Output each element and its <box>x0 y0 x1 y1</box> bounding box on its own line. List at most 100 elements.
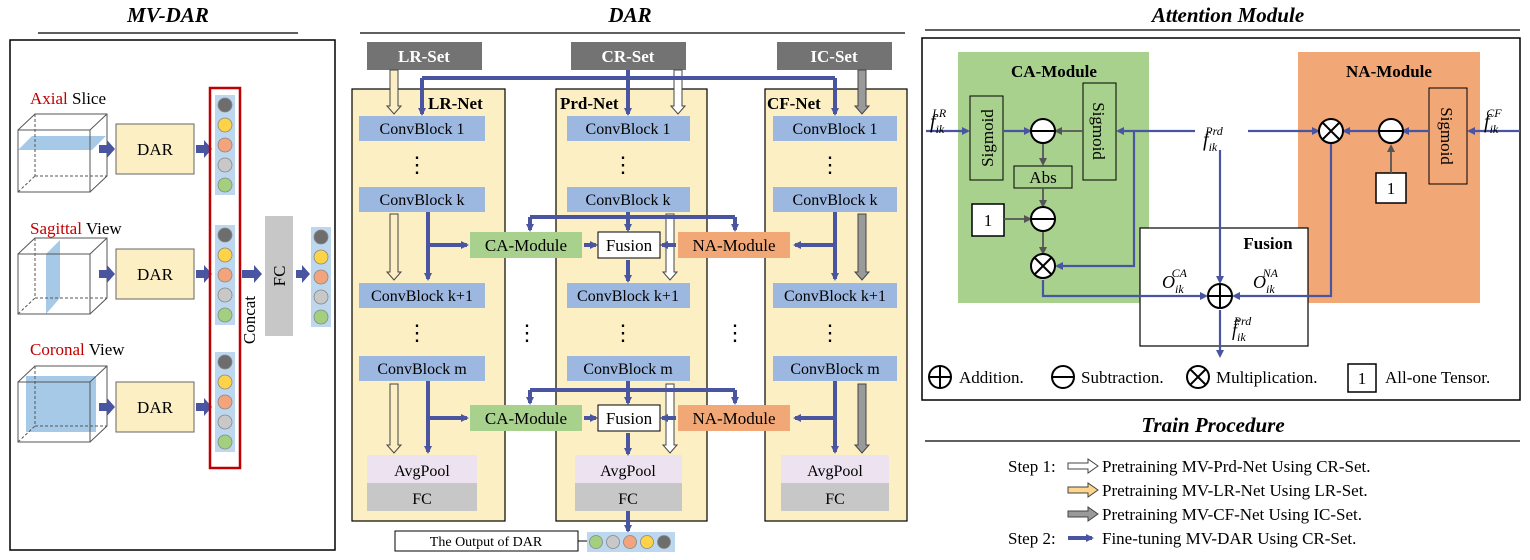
output-dot <box>606 535 620 549</box>
mvdar-arrows <box>99 140 310 416</box>
ic-set-label: IC-Set <box>810 47 858 66</box>
lr-convblock-4 <box>359 356 485 381</box>
cf-convblock-4 <box>773 356 897 381</box>
cf-convblock-2 <box>773 187 897 212</box>
axial-cube-icon <box>17 113 108 193</box>
cf-convblock-label: ConvBlock k+1 <box>784 288 886 305</box>
output-dot <box>640 535 654 549</box>
concat-label: Concat <box>240 296 259 344</box>
sagittal-vector <box>215 225 235 325</box>
step1c-text: Pretraining MV-CF-Net Using IC-Set. <box>1102 505 1362 524</box>
na-multiply-icon <box>1318 118 1344 144</box>
axial-vector-dot <box>217 117 233 133</box>
cf-convblock-3 <box>773 283 897 308</box>
prd-fc <box>575 483 682 511</box>
mvdar-output-vector-dot <box>313 289 329 305</box>
fusion-label-1: Fusion <box>606 409 653 428</box>
ca-module-label-0: CA-Module <box>485 236 567 255</box>
dar-arrow-2 <box>196 398 212 416</box>
coronal-vector-dot <box>217 434 233 450</box>
mvdar-title: MV-DAR <box>126 3 209 27</box>
lr-avgpool-label: AvgPool <box>394 463 450 480</box>
prd-convblock-label: ConvBlock k <box>586 192 671 209</box>
cf-net-title: CF-Net <box>767 94 821 113</box>
prd-convblock-label: ConvBlock 1 <box>586 121 671 138</box>
cf-ellipsis-bottom: ⋮ <box>819 320 841 345</box>
step2-label: Step 2: <box>1008 529 1056 548</box>
fc-arrow <box>296 265 310 283</box>
view-arrow-2 <box>99 398 115 416</box>
dar-output-label: The Output of DAR <box>430 535 543 550</box>
na-out-to-add <box>1232 144 1333 300</box>
dar-title: DAR <box>607 3 651 27</box>
coronal-label: Coronal View <box>30 340 125 359</box>
prd-convblock-1 <box>567 116 690 141</box>
attention-legend: Addition. Subtraction. Multiplication. 1… <box>928 363 1490 393</box>
lr-set-label: LR-Set <box>398 47 450 66</box>
mvdar-panel: MV-DAR Axial Slice Sagittal View Coronal… <box>9 3 336 551</box>
lr-set-input-arrow <box>385 69 403 115</box>
mvdar-output-vector-dot <box>313 269 329 285</box>
attention-connections <box>926 127 1520 358</box>
na-module-label-1: NA-Module <box>692 409 775 428</box>
na-module-title: NA-Module <box>1346 62 1432 81</box>
between-ellipsis-2: ⋮ <box>724 320 746 345</box>
ca-one-label: 1 <box>984 211 993 230</box>
cf-avgpool <box>781 455 889 483</box>
step1-label: Step 1: <box>1008 457 1056 476</box>
dar-arrow-1 <box>196 265 212 283</box>
sagittal-vector-dot <box>217 267 233 283</box>
dar-box-coronal <box>115 381 195 433</box>
between-ellipsis-1: ⋮ <box>516 320 538 345</box>
prd-ellipsis-bottom: ⋮ <box>612 320 634 345</box>
coronal-vector-dot <box>217 414 233 430</box>
cf-convblock-label: ConvBlock 1 <box>793 121 878 138</box>
ic-set-box <box>777 42 892 70</box>
coronal-cube-icon <box>17 365 108 443</box>
fusion-add-icon <box>1207 283 1233 309</box>
mvdar-output-vector-dot <box>313 309 329 325</box>
prd-avgpool-label: AvgPool <box>600 463 656 480</box>
mvdar-output-vector <box>311 227 331 327</box>
lr-set-box <box>367 42 482 70</box>
output-dot <box>623 535 637 549</box>
coronal-vector-dot <box>217 354 233 370</box>
prd-convblock-label: ConvBlock m <box>583 361 673 378</box>
legend-all-one: All-one Tensor. <box>1385 368 1490 387</box>
train-procedure-panel: Train Procedure Step 1: Step 2: Pretrain… <box>925 413 1520 548</box>
ca-sigmoid-right-label: Sigmoid <box>1089 102 1108 160</box>
sagittal-vector-dot <box>217 227 233 243</box>
na-module-label-0: NA-Module <box>692 236 775 255</box>
lr-convblock-3 <box>359 283 485 308</box>
lr-fc <box>367 483 477 511</box>
cf-fc <box>781 483 889 511</box>
na-sigmoid-label: Sigmoid <box>1437 107 1456 165</box>
legend-addition: Addition. <box>959 368 1024 387</box>
train-arrows <box>1067 458 1099 542</box>
lr-ellipsis-bottom: ⋮ <box>406 320 428 345</box>
output-dot <box>657 535 671 549</box>
f-hat-label: f̂ikPrd <box>1232 314 1252 344</box>
dar-arrow-0 <box>196 140 212 158</box>
cf-convblock-label: ConvBlock m <box>790 361 880 378</box>
prd-to-ca-mul <box>1055 131 1136 270</box>
lr-pretrain-arrow-2 <box>385 383 403 454</box>
ic-set-input-arrow <box>853 69 871 115</box>
ca-sigmoid-left <box>969 95 1004 181</box>
prd-net-title: Prd-Net <box>560 94 619 113</box>
axial-vector-dot <box>217 137 233 153</box>
all-one-icon <box>1347 363 1377 393</box>
cr-set-label: CR-Set <box>602 47 655 66</box>
dar-connections <box>385 69 871 533</box>
na-module-box-0 <box>678 232 790 258</box>
prd-fc-label: FC <box>618 491 638 508</box>
concat-frame <box>208 86 242 470</box>
cf-ellipsis-top: ⋮ <box>819 152 841 177</box>
train-title: Train Procedure <box>1141 413 1284 437</box>
step1b-text: Pretraining MV-LR-Net Using LR-Set. <box>1102 481 1368 500</box>
attention-title: Attention Module <box>1150 3 1304 27</box>
attention-panel: Attention Module CA-Module NA-Module Fus… <box>921 3 1521 401</box>
ca-multiply-icon <box>1030 253 1056 279</box>
